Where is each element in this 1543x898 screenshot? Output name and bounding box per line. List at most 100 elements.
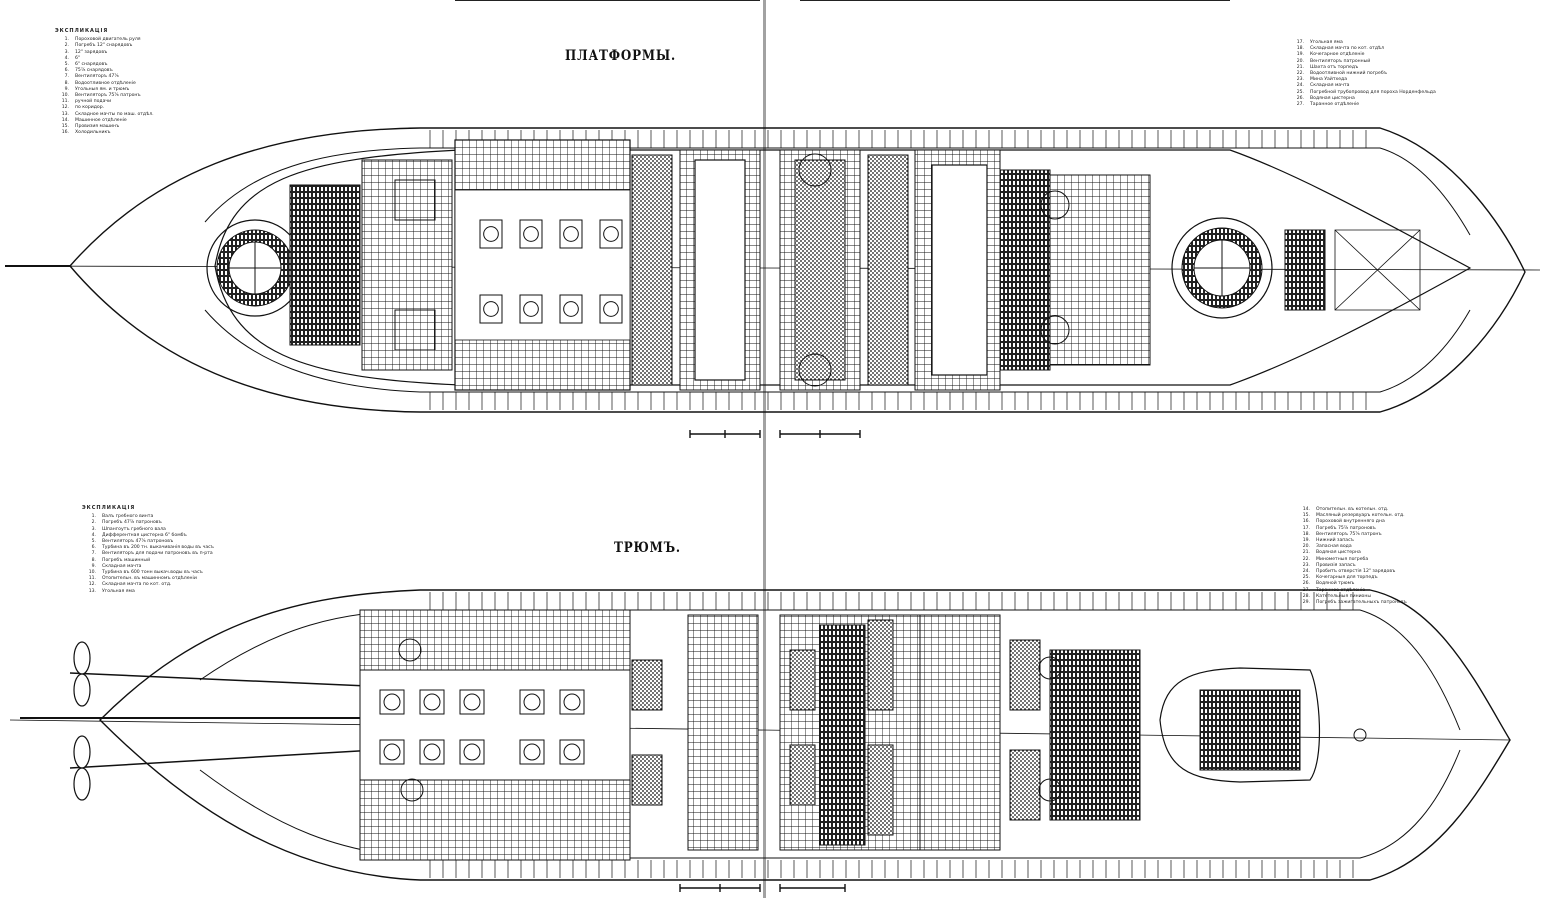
- legend-entry: 2.Погребъ 12" снарядовъ: [55, 43, 154, 49]
- coal-bunker: [631, 754, 663, 806]
- legend-entry: 3.12" зарядовъ: [55, 50, 154, 56]
- legend-number: 8.: [64, 80, 69, 86]
- legend-text: Таранное отдѣленіе: [1310, 102, 1360, 108]
- legend-number: 6.: [91, 545, 96, 551]
- legend-text: Турбина въ 600 тонн выкач.воды въ часъ: [102, 570, 203, 576]
- engine-cylinder-bore: [423, 693, 441, 711]
- legend-number: 25.: [1302, 575, 1310, 581]
- magazine-outline: [1159, 667, 1321, 783]
- legend-text: Водяная цистерна: [1316, 550, 1361, 556]
- legend-entry: 6. Турбина въ 200 тн. выкачиванія воды въ…: [82, 545, 214, 551]
- legend-entry: 22.Водоотливной нижний погребъ: [1290, 71, 1436, 77]
- legend-text: Турбина въ 200 тн. выкачиванія воды въ ч…: [102, 545, 214, 551]
- legend-number: 11.: [61, 99, 69, 105]
- coal-bunker: [631, 154, 673, 386]
- ventilator: [1038, 656, 1062, 680]
- legend-number: 20.: [1302, 544, 1310, 550]
- legend-text: Вентиляторъ патронный: [1310, 58, 1371, 64]
- legend-number: 17.: [1296, 40, 1304, 45]
- fan-room: [394, 309, 436, 351]
- coal-bunker: [1009, 639, 1041, 711]
- page-fold-gutter: [763, 0, 766, 898]
- legend-text: Пробитъ отверстія 12" зарядовъ: [1316, 569, 1396, 575]
- propeller: [73, 641, 91, 801]
- legend-text: Вентиляторъ для подачи патроновъ въ п-рт…: [102, 551, 213, 557]
- ventilator: [1353, 728, 1367, 742]
- legend-entry: 6.75⅞ снарядовъ: [55, 68, 154, 74]
- bow-stores: [1334, 229, 1421, 311]
- legend-number: 24.: [1296, 83, 1304, 89]
- engine-cylinder: [479, 294, 503, 324]
- engine-cylinder-bore: [383, 693, 401, 711]
- legend-number: 13.: [88, 588, 96, 594]
- legend-entry: 25.Погребной трубопровод для пороха Норд…: [1290, 90, 1436, 96]
- legend-text: Водоотливное отдѣленіе: [75, 80, 136, 86]
- legend-text: Провизія запасъ: [1316, 562, 1356, 568]
- legend-entry: 22. Минометныя погреба: [1296, 557, 1407, 563]
- magazine-block: [1199, 689, 1301, 771]
- legend-text: Водяная цистерна: [1310, 95, 1355, 101]
- platform-outline: [214, 149, 1472, 386]
- engines: [379, 689, 585, 765]
- legend-entry: 12.по коридор.: [55, 105, 154, 111]
- legend-number: 3.: [91, 526, 96, 532]
- legend-number: 12.: [88, 582, 96, 588]
- legend-text: Вентиляторъ 47⅞ патроновъ: [102, 539, 174, 545]
- boiler: [694, 159, 746, 381]
- legend-text: Кочегарное отдѣленіе: [1310, 52, 1365, 58]
- engine-cylinder-bore: [463, 743, 481, 761]
- legend-entry: 5.6" снарядовъ: [55, 62, 154, 68]
- legend-text: Отопительн. въ машинномъ отдѣленіи: [102, 576, 197, 582]
- legend-entry: 21.Шахта отъ торпедъ: [1290, 65, 1436, 71]
- legend-text: Минометныя погреба: [1316, 556, 1369, 562]
- coal-bunker: [631, 659, 663, 711]
- legend-text: Складная мачта: [1310, 83, 1350, 89]
- legend-number: 18.: [1302, 531, 1310, 537]
- sheet-top-border-right: [800, 0, 1230, 1]
- engine-cylinder: [559, 294, 583, 324]
- engine-cylinder: [519, 219, 543, 249]
- legend-text: 6": [75, 55, 81, 61]
- legend-entry: 3.Шпангоутъ гребного вала: [82, 527, 214, 533]
- store-block: [1284, 229, 1326, 311]
- legend-heading: ЭКСПЛИКАЦІЯ: [82, 505, 136, 511]
- engine-cylinder-bore: [383, 743, 401, 761]
- legend-number: 22.: [1302, 556, 1310, 562]
- platforms-title: ПЛАТФОРМЫ.: [565, 48, 677, 64]
- legend-text: Погребъ 12" снарядовъ: [75, 43, 133, 49]
- legend-number: 23.: [1296, 77, 1304, 83]
- legend-number: 28.: [1302, 593, 1310, 599]
- legend-entry: 20.Вентиляторъ патронный: [1290, 59, 1436, 65]
- legend-entry: 10.Вентиляторъ 75⅞ патронъ: [55, 93, 154, 99]
- legend-number: 4.: [91, 532, 96, 538]
- legend-number: 16.: [61, 130, 69, 136]
- legend-text: Валъ гребного винта: [102, 514, 154, 520]
- magazine-block: [1049, 649, 1141, 821]
- engine-cylinder: [559, 219, 583, 249]
- engine-cylinder-bore: [603, 226, 619, 242]
- legend-entry: 4.6": [55, 56, 154, 62]
- coal-bunker: [789, 649, 816, 711]
- hull-outline: [69, 127, 1526, 413]
- legend-text: Угольная яма: [102, 588, 135, 594]
- legend-entry: 14.Отопительн. въ котельн. отд.: [1296, 507, 1407, 513]
- engine-cylinder-bore: [463, 693, 481, 711]
- legend-entry: 11.ручной подачи: [55, 99, 154, 105]
- legend-number: 10.: [61, 93, 69, 99]
- legend-text: Шахта отъ торпедъ: [1310, 64, 1359, 70]
- boiler: [931, 164, 988, 376]
- legend-entry: 8. Водоотливное отдѣленіе: [55, 81, 154, 87]
- legend-entry: 17.Угольная яма: [1290, 40, 1436, 46]
- ventilator: [1040, 190, 1070, 220]
- coal-bunker: [867, 154, 909, 386]
- legend-number: 12.: [61, 105, 69, 111]
- legend-text: Кочегарныя для торпедъ: [1316, 575, 1378, 581]
- coal-bunker: [867, 744, 894, 836]
- legend-number: 27.: [1296, 102, 1304, 108]
- legend-text: Складная мачта по кот. отдѣл: [1310, 46, 1385, 52]
- legend-entry: 26.Водяная цистерна: [1290, 96, 1436, 102]
- legend-entry: 16.Холодильникъ: [55, 130, 154, 136]
